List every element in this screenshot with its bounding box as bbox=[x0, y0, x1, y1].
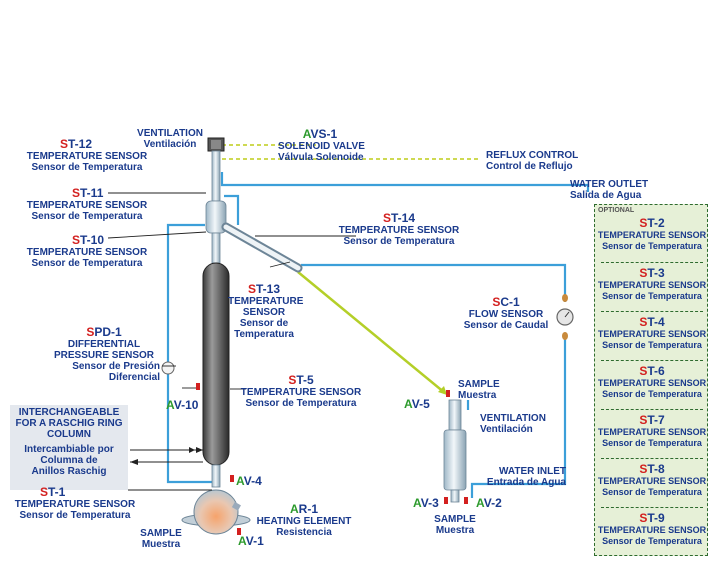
ventilation-top-label: VENTILATION Ventilación bbox=[137, 128, 203, 150]
st13-label: ST-13 TEMPERATURE SENSOR Sensor de Tempe… bbox=[228, 282, 304, 341]
reflux-control-label: REFLUX CONTROL Control de Reflujo bbox=[486, 150, 579, 172]
interchangeable-label: INTERCHANGEABLE FOR A RASCHIG RING COLUM… bbox=[15, 407, 123, 477]
optional-item-st4: ST-4 TEMPERATURE SENSOR Sensor de Temper… bbox=[597, 315, 707, 351]
water-inlet-label: WATER INLET Entrada de Agua bbox=[486, 466, 566, 488]
av5-tag: AV-5 bbox=[404, 397, 430, 411]
sample-left-label: SAMPLE Muestra bbox=[140, 528, 182, 550]
optional-item-st9: ST-9 TEMPERATURE SENSOR Sensor de Temper… bbox=[597, 511, 707, 547]
distillate-arrow bbox=[438, 386, 447, 395]
optional-item-st8: ST-8 TEMPERATURE SENSOR Sensor de Temper… bbox=[597, 462, 707, 498]
av4-tag: AV-4 bbox=[236, 474, 262, 488]
control-lines bbox=[222, 144, 480, 160]
optional-separator bbox=[601, 360, 703, 361]
receiver-vessel bbox=[443, 429, 467, 491]
av10-tag: AV-10 bbox=[166, 398, 199, 412]
av2-tag: AV-2 bbox=[476, 496, 502, 510]
spd1-label: SPD-1 DIFFERENTIAL PRESSURE SENSOR Senso… bbox=[53, 325, 160, 384]
av1-tag: AV-1 bbox=[238, 534, 264, 548]
ar1-label: AR-1 HEATING ELEMENT Resistencia bbox=[256, 502, 352, 539]
st11-label: ST-11 TEMPERATURE SENSOR Sensor de Tempe… bbox=[26, 186, 148, 223]
optional-separator bbox=[601, 458, 703, 459]
optional-item-st2: ST-2 TEMPERATURE SENSOR Sensor de Temper… bbox=[597, 216, 707, 252]
optional-separator bbox=[601, 409, 703, 410]
st1-label: ST-1 TEMPERATURE SENSOR Sensor de Temper… bbox=[14, 485, 136, 522]
av3-tag: AV-3 bbox=[413, 496, 439, 510]
water-outlet-label: WATER OUTLET Salida de Agua bbox=[570, 179, 649, 201]
receiver-tube bbox=[448, 399, 462, 431]
sample-bottom-label: SAMPLE Muestra bbox=[434, 514, 476, 536]
sample-right-label: SAMPLE Muestra bbox=[458, 379, 500, 401]
water-pipes bbox=[166, 172, 590, 498]
boiler-flask bbox=[193, 489, 239, 535]
column-head-tube bbox=[211, 150, 221, 202]
optional-separator bbox=[601, 507, 703, 508]
optional-item-st6: ST-6 TEMPERATURE SENSOR Sensor de Temper… bbox=[597, 364, 707, 400]
pressure-sensor bbox=[161, 361, 175, 375]
optional-title: OPTIONAL bbox=[598, 207, 635, 214]
side-condenser bbox=[221, 222, 303, 273]
st10-label: ST-10 TEMPERATURE SENSOR Sensor de Tempe… bbox=[26, 233, 148, 270]
st12-label: ST-12 TEMPERATURE SENSOR Sensor de Tempe… bbox=[26, 137, 148, 174]
st5-label: ST-5 TEMPERATURE SENSOR Sensor de Temper… bbox=[240, 373, 362, 410]
optional-item-st3: ST-3 TEMPERATURE SENSOR Sensor de Temper… bbox=[597, 266, 707, 302]
optional-panel: OPTIONAL ST-2 TEMPERATURE SENSOR Sensor … bbox=[594, 204, 708, 556]
valve-markers bbox=[196, 383, 468, 535]
optional-separator bbox=[601, 311, 703, 312]
avs1-label: AVS-1 SOLENOID VALVE Válvula Solenoide bbox=[278, 127, 365, 164]
ventilation-right-label: VENTILATION Ventilación bbox=[480, 413, 546, 435]
st14-label: ST-14 TEMPERATURE SENSOR Sensor de Tempe… bbox=[338, 211, 460, 248]
sc1-label: SC-1 FLOW SENSOR Sensor de Caudal bbox=[463, 295, 549, 332]
optional-separator bbox=[601, 262, 703, 263]
interchangeable-box bbox=[10, 405, 128, 490]
optional-item-st7: ST-7 TEMPERATURE SENSOR Sensor de Temper… bbox=[597, 413, 707, 449]
distillation-column bbox=[202, 262, 230, 466]
distillate-line bbox=[297, 271, 446, 394]
